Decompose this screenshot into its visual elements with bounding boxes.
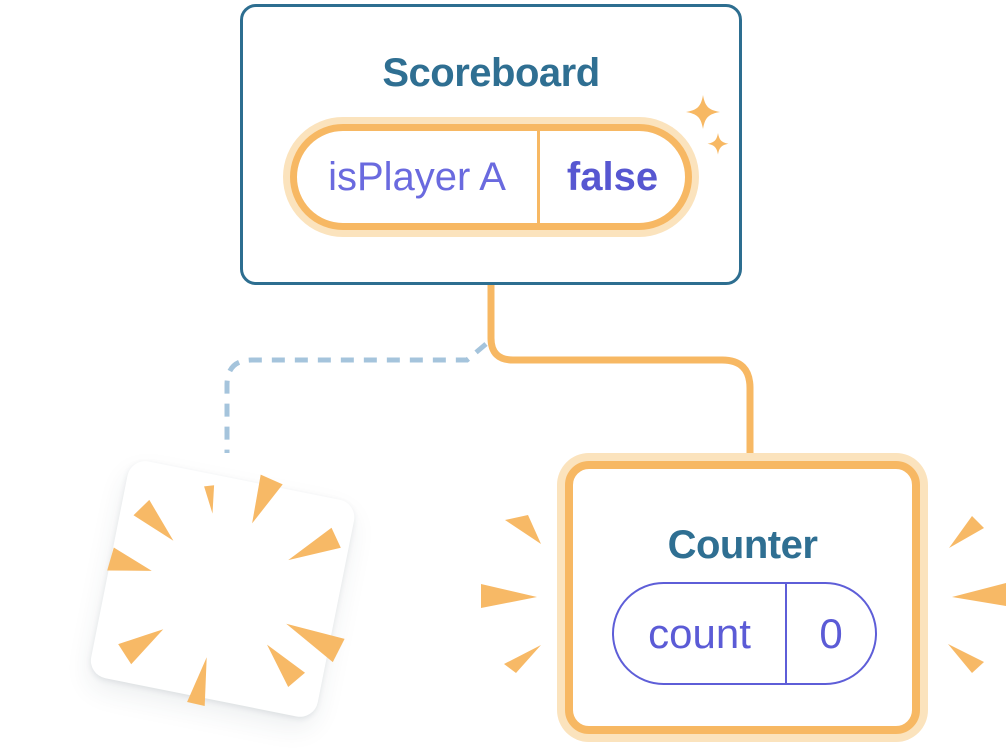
- scoreboard-state-pill: isPlayer A false: [290, 124, 692, 230]
- state-key-label: count: [648, 609, 751, 657]
- counter-title: Counter: [667, 523, 818, 567]
- removed-component-card: [87, 458, 358, 720]
- pill-divider: [785, 584, 787, 683]
- counter-component-card: Counter count 0: [565, 461, 920, 734]
- state-key-label: isPlayer A: [328, 154, 506, 199]
- state-value-label: 0: [819, 609, 843, 657]
- counter-state-pill: count 0: [612, 582, 877, 685]
- pill-divider: [537, 131, 540, 223]
- state-value-label: false: [566, 154, 659, 199]
- scoreboard-title: Scoreboard: [382, 51, 600, 95]
- dashed-connector-removed-branch: [224, 342, 488, 453]
- scoreboard-component-card: Scoreboard isPlayer A false: [240, 4, 742, 285]
- solid-connector-added-branch: [487, 284, 754, 468]
